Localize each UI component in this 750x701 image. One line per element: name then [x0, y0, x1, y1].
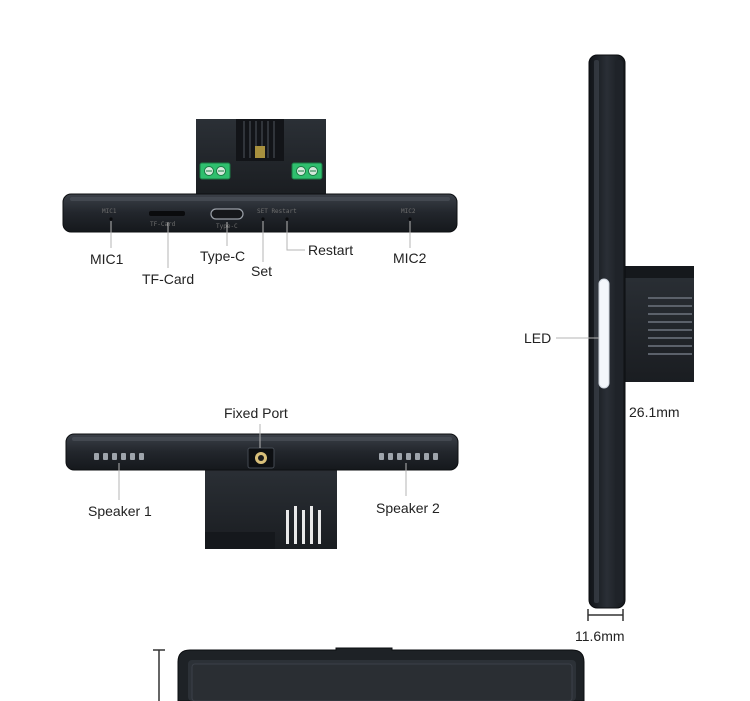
dimension-11-6	[587, 609, 624, 621]
side-rear-box	[623, 266, 694, 382]
label-restart: Restart	[308, 242, 354, 258]
label-led: LED	[524, 330, 552, 346]
bottom-view-device	[65, 433, 459, 549]
top-panel-edge	[62, 193, 458, 233]
led-strip	[598, 278, 610, 389]
terminal-right-icon	[291, 162, 323, 180]
gold-contacts	[255, 146, 265, 158]
speaker1-grille	[94, 453, 144, 460]
label-mic2: MIC2	[393, 250, 427, 266]
label-type-c: Type-C	[200, 248, 246, 264]
label-speaker2: Speaker 2	[376, 500, 440, 516]
side-view-device	[588, 54, 694, 609]
front-view-device	[153, 647, 585, 701]
top-callout-lines	[110, 221, 411, 268]
top-view-device: MIC1 TF-Card Type-C SET Restart MIC2	[62, 119, 458, 233]
speaker2-grille	[379, 453, 438, 460]
mic2-print: MIC2	[401, 208, 416, 215]
set-restart-print: SET Restart	[257, 208, 297, 215]
label-depth-total: 26.1mm	[629, 404, 680, 420]
mic1-hole	[109, 217, 113, 221]
bottom-vent-fins	[286, 506, 321, 544]
bottom-callout-lines	[118, 424, 407, 500]
label-tf-card: TF-Card	[142, 271, 195, 287]
label-mic1: MIC1	[90, 251, 124, 267]
set-button	[261, 217, 265, 221]
tf-card-slot	[149, 211, 185, 216]
mic1-print: MIC1	[102, 208, 117, 215]
terminal-left-icon	[199, 162, 231, 180]
tf-print: TF-Card	[150, 221, 176, 228]
side-vent-fins	[648, 297, 692, 355]
restart-button	[285, 217, 289, 221]
mic2-hole	[408, 217, 412, 221]
fixed-port-icon	[247, 447, 275, 469]
label-speaker1: Speaker 1	[88, 503, 152, 519]
label-set: Set	[251, 263, 273, 279]
label-fixed-port: Fixed Port	[224, 405, 288, 421]
label-depth-panel: 11.6mm	[575, 628, 625, 644]
type-c-port	[210, 208, 244, 220]
